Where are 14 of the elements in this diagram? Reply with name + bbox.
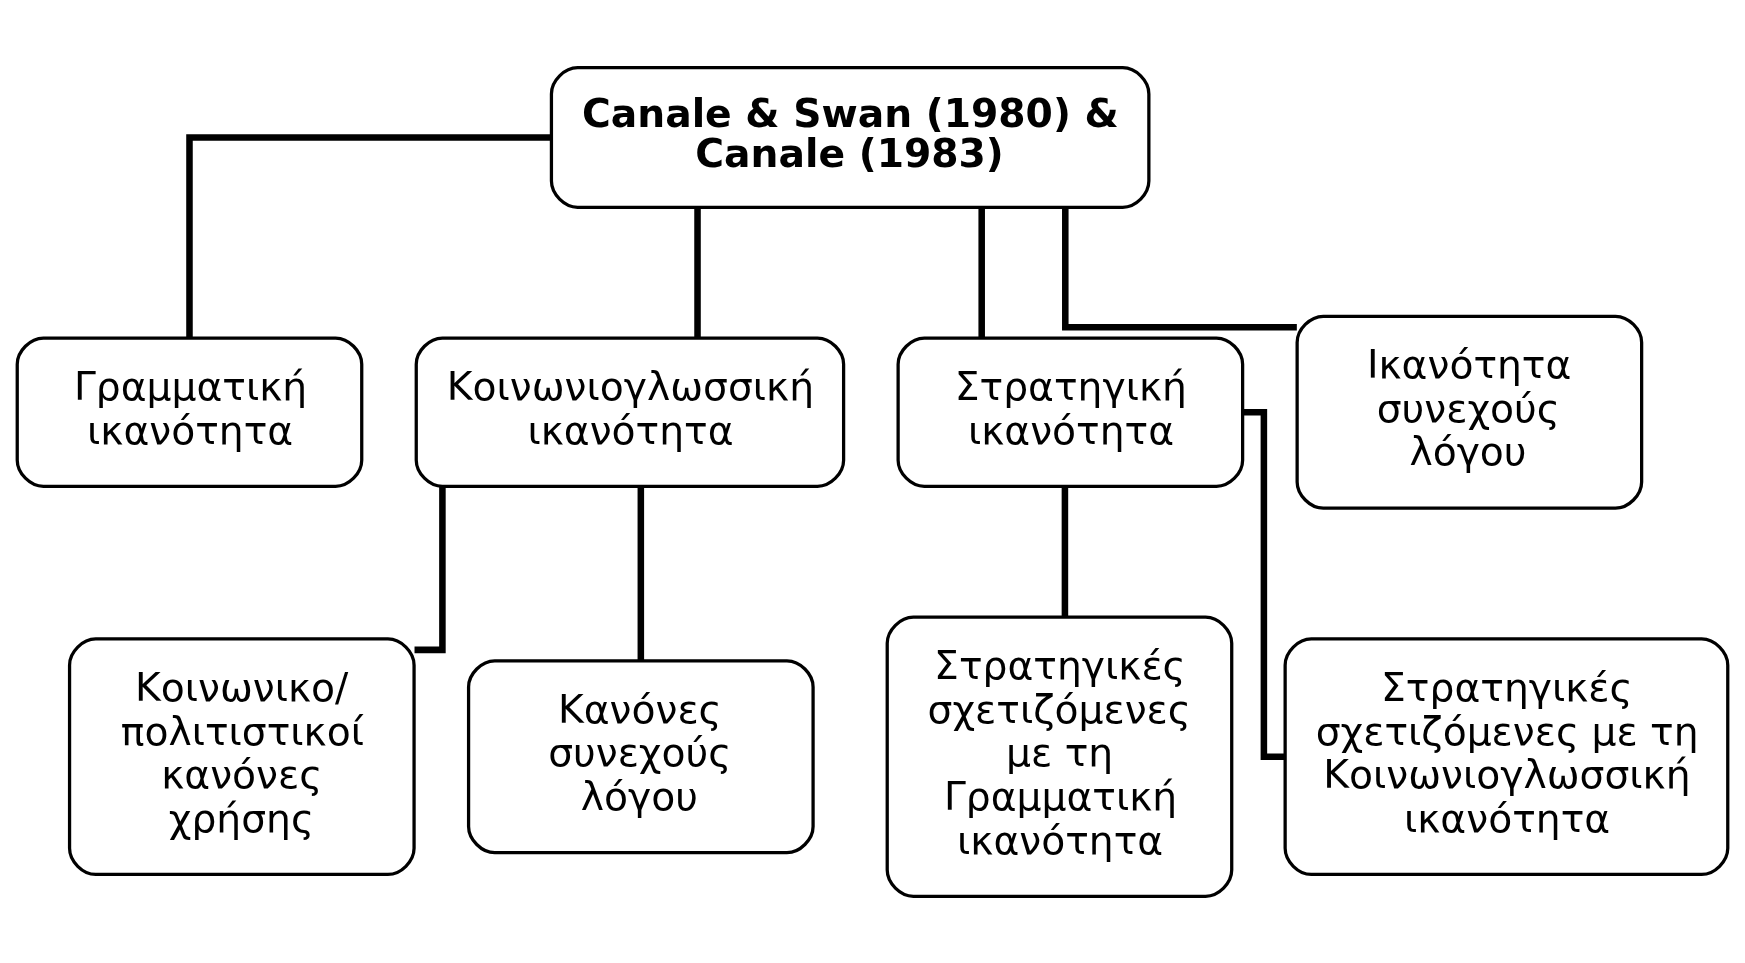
node-box: Στρατηγικές σχετιζόμενες με τη Γραμματική ικανότητα bbox=[885, 615, 1234, 898]
node-box: Canale & Swan (1980) & Canale (1983) bbox=[549, 65, 1151, 209]
connector bbox=[978, 207, 985, 337]
node-box: Στρατηγικές σχετιζόμενες με τη Κοινωνιογλωσσική ικανότητα bbox=[1283, 636, 1730, 876]
node-box: Κανόνες συνεχούς λόγου bbox=[466, 658, 815, 854]
connector bbox=[1061, 486, 1069, 617]
node-box: Ικανότητα συνεχούς λόγου bbox=[1295, 314, 1644, 510]
node-box: Κοινωνιογλωσσική ικανότητα bbox=[414, 335, 846, 488]
connector bbox=[186, 133, 551, 338]
node-box: Στρατηγική ικανότητα bbox=[896, 335, 1245, 488]
connector bbox=[1243, 408, 1285, 760]
node-box: Γραμματική ικανότητα bbox=[15, 335, 364, 488]
node-box: Κοινωνικο/ πολιτιστικοί κανόνες χρήσης bbox=[67, 636, 416, 876]
connector bbox=[694, 207, 701, 337]
